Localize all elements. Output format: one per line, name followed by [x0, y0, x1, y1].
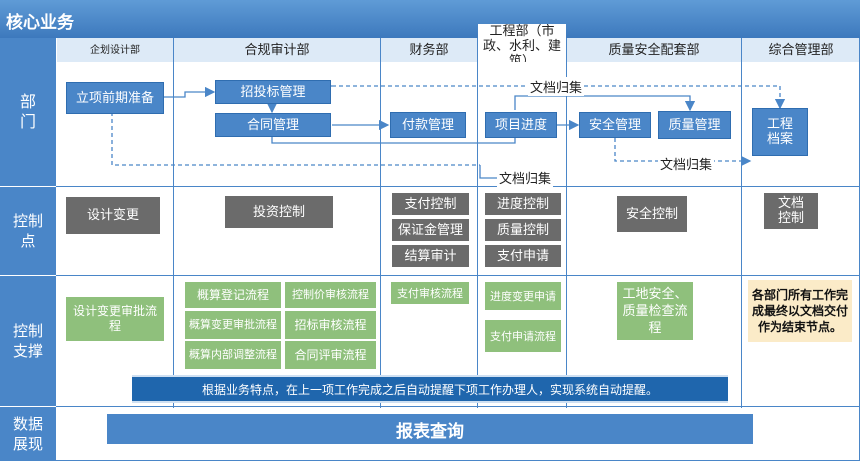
col-header-compliance: 合规审计部 [174, 38, 380, 62]
box-contract[interactable]: 合同管理 [215, 113, 331, 137]
flow-contract-review[interactable]: 合同评审流程 [285, 341, 376, 369]
cp-deposit[interactable]: 保证金管理 [392, 219, 469, 241]
flow-estimate-adjust[interactable]: 概算内部调整流程 [185, 341, 281, 369]
label-archive-mid: 文档归集 [658, 154, 715, 173]
cp-settlement[interactable]: 结算审计 [392, 245, 469, 267]
box-safety[interactable]: 安全管理 [579, 112, 651, 138]
flow-site-check[interactable]: 工地安全、质量检查流程 [617, 282, 693, 340]
cp-safety[interactable]: 安全控制 [617, 196, 687, 232]
banner-auto-reminder: 根据业务特点，在上一项工作完成之后自动提醒下项工作办理人，实现系统自动提醒。 [132, 375, 728, 403]
cp-design-change[interactable]: 设计变更 [66, 197, 160, 234]
flow-bid-review[interactable]: 招标审核流程 [285, 311, 376, 339]
row-header-control-support: 控制支撑 [0, 276, 56, 406]
page-title: 核心业务 [0, 0, 860, 38]
cp-pay-control[interactable]: 支付控制 [392, 193, 469, 215]
col-header-finance: 财务部 [381, 38, 477, 62]
cp-quality[interactable]: 质量控制 [485, 219, 561, 241]
box-bidding[interactable]: 招投标管理 [215, 80, 331, 104]
col-header-general: 综合管理部 [742, 38, 860, 62]
flow-design-change[interactable]: 设计变更审批流程 [66, 297, 164, 341]
col-header-planning: 企划设计部 [57, 38, 173, 62]
report-query-button[interactable]: 报表查询 [107, 414, 753, 444]
label-archive-top: 文档归集 [528, 77, 585, 96]
box-project-prep[interactable]: 立项前期准备 [66, 82, 164, 114]
flow-pay-apply[interactable]: 支付申请流程 [485, 320, 561, 352]
grid-line [56, 275, 860, 276]
grid-line [173, 38, 174, 408]
flow-progress-change[interactable]: 进度变更申请 [485, 282, 561, 310]
grid-line [741, 38, 742, 408]
grid-line [56, 406, 860, 407]
grid-line [56, 186, 860, 187]
cp-investment[interactable]: 投资控制 [225, 196, 333, 228]
flow-price-review[interactable]: 控制价审核流程 [285, 282, 376, 308]
box-payment[interactable]: 付款管理 [390, 112, 466, 138]
row-header-control-point: 控制点 [0, 187, 56, 275]
flow-pay-review[interactable]: 支付审核流程 [391, 282, 469, 304]
grid-line [566, 38, 567, 408]
grid-line [380, 38, 381, 408]
col-header-quality-safety: 质量安全配套部 [567, 38, 741, 62]
grid-line [477, 38, 478, 408]
box-archive[interactable]: 工程档案 [752, 108, 808, 156]
cp-schedule[interactable]: 进度控制 [485, 193, 561, 215]
cp-pay-apply[interactable]: 支付申请 [485, 245, 561, 267]
box-progress[interactable]: 项目进度 [485, 112, 557, 138]
cp-doc[interactable]: 文档控制 [764, 193, 818, 229]
box-quality[interactable]: 质量管理 [658, 111, 731, 139]
note-doc-delivery: 各部门所有工作完成最终以文档交付作为结束节点。 [748, 280, 852, 342]
row-header-dept: 部门 [0, 38, 56, 186]
flow-estimate-change[interactable]: 概算变更审批流程 [185, 311, 281, 339]
label-archive-bottom: 文档归集 [497, 168, 554, 187]
row-header-data-show: 数据展现 [0, 407, 56, 461]
col-header-engineering: 工程部（市政、水利、建筑） [478, 24, 566, 62]
flow-estimate-reg[interactable]: 概算登记流程 [185, 282, 281, 308]
